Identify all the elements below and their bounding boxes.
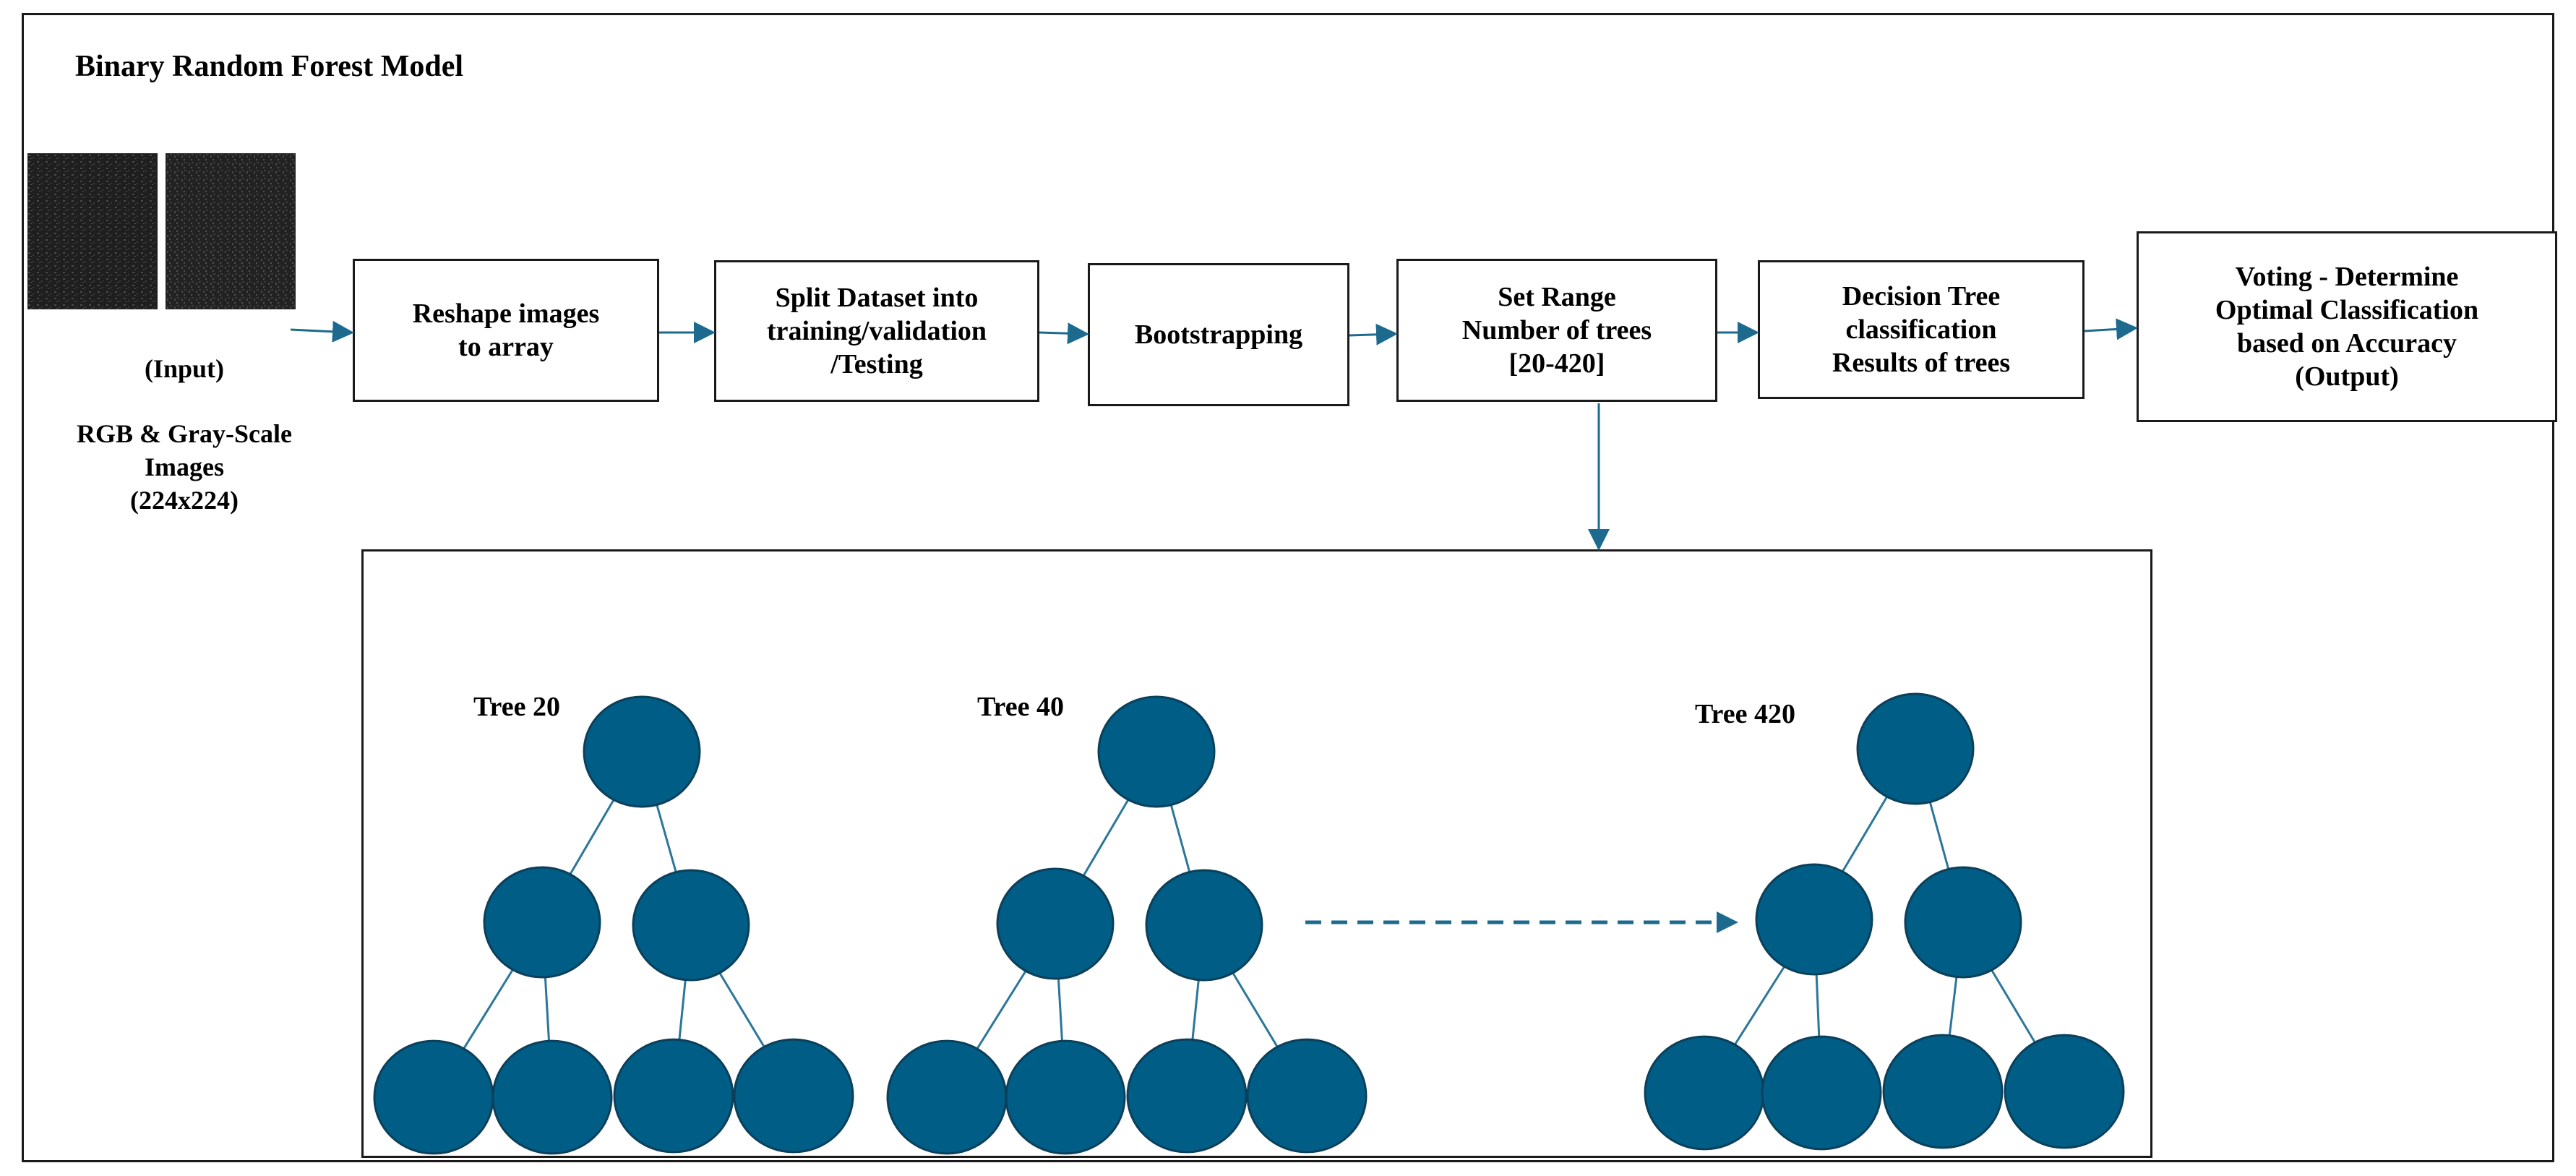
tree-420-internal-node-1	[1904, 866, 2022, 979]
tree-40-leaf-node-3	[1246, 1038, 1368, 1154]
tree-420-leaf-node-0	[1644, 1035, 1765, 1151]
step-voting-line-4: (Output)	[2295, 361, 2399, 392]
tree-label-20: Tree 20	[473, 692, 560, 722]
step-reshape-box: Reshape images to array	[353, 259, 659, 402]
tree-20-internal-node-0	[483, 866, 601, 979]
tree-label-420: Tree 420	[1695, 699, 1795, 729]
tree-20-root-node	[583, 695, 701, 808]
step-split-line-3: /Testing	[830, 349, 923, 379]
tree-40-leaf-node-2	[1126, 1038, 1248, 1154]
arrow-split-to-bootstrapping	[1039, 322, 1089, 345]
tree-420-root-node	[1856, 692, 1975, 805]
input-image-gray	[166, 153, 296, 309]
input-description-line-1: RGB & Gray-Scale	[77, 419, 292, 448]
tree-20-leaf-node-0	[373, 1039, 494, 1155]
step-split-line-2: training/validation	[766, 316, 987, 346]
step-voting-line-1: Voting - Determine	[2235, 262, 2459, 292]
diagram-frame	[22, 13, 2554, 1162]
tree-20-leaf-node-3	[733, 1038, 854, 1154]
tree-40-root-node	[1097, 695, 1216, 808]
tree-420-leaf-node-2	[1882, 1034, 2004, 1149]
step-decision-tree-line-2: classification	[1845, 314, 1997, 345]
tree-40-leaf-node-0	[886, 1039, 1008, 1155]
tree-20-leaf-node-2	[613, 1038, 734, 1154]
step-set-range-box: Set Range Number of trees [20-420]	[1396, 259, 1717, 402]
step-voting-box: Voting - Determine Optimal Classificatio…	[2137, 231, 2557, 422]
tree-420-leaf-node-1	[1761, 1035, 1882, 1151]
step-split-line-1: Split Dataset into	[775, 283, 979, 313]
tree-label-40: Tree 40	[977, 692, 1064, 722]
arrow-decision-to-voting	[2084, 318, 2138, 340]
trees-panel	[361, 549, 2152, 1158]
step-bootstrapping-line-1: Bootstrapping	[1134, 319, 1303, 350]
step-voting-line-3: based on Accuracy	[2237, 328, 2457, 359]
tree-20-internal-node-1	[632, 869, 750, 982]
arrow-bootstrapping-to-range	[1349, 323, 1398, 345]
step-reshape-line-2: to array	[458, 332, 554, 362]
step-set-range-line-1: Set Range	[1498, 282, 1616, 312]
input-description-line-3: (224x224)	[130, 486, 239, 515]
step-set-range-line-3: [20-420]	[1508, 348, 1605, 379]
step-reshape-line-1: Reshape images	[412, 299, 600, 329]
input-label: (Input)	[144, 354, 225, 383]
step-split-box: Split Dataset into training/validation /…	[714, 260, 1039, 402]
tree-420-leaf-node-3	[2004, 1034, 2125, 1149]
diagram-title: Binary Random Forest Model	[75, 50, 464, 83]
texture-rgb	[27, 153, 158, 309]
step-decision-tree-line-1: Decision Tree	[1842, 281, 2001, 312]
tree-40-internal-node-1	[1145, 869, 1263, 982]
input-image-rgb	[27, 153, 158, 309]
tree-20-leaf-node-1	[491, 1039, 613, 1155]
arrow-input-to-reshape	[290, 320, 354, 343]
step-voting-line-2: Optimal Classification	[2215, 295, 2479, 325]
texture-gray	[166, 153, 296, 309]
tree-40-internal-node-0	[996, 867, 1115, 980]
tree-420-internal-node-0	[1755, 863, 1873, 976]
tree-40-leaf-node-1	[1005, 1039, 1126, 1155]
step-set-range-line-2: Number of trees	[1461, 315, 1652, 345]
input-description-line-2: Images	[145, 452, 224, 481]
step-decision-tree-line-3: Results of trees	[1832, 348, 2011, 378]
